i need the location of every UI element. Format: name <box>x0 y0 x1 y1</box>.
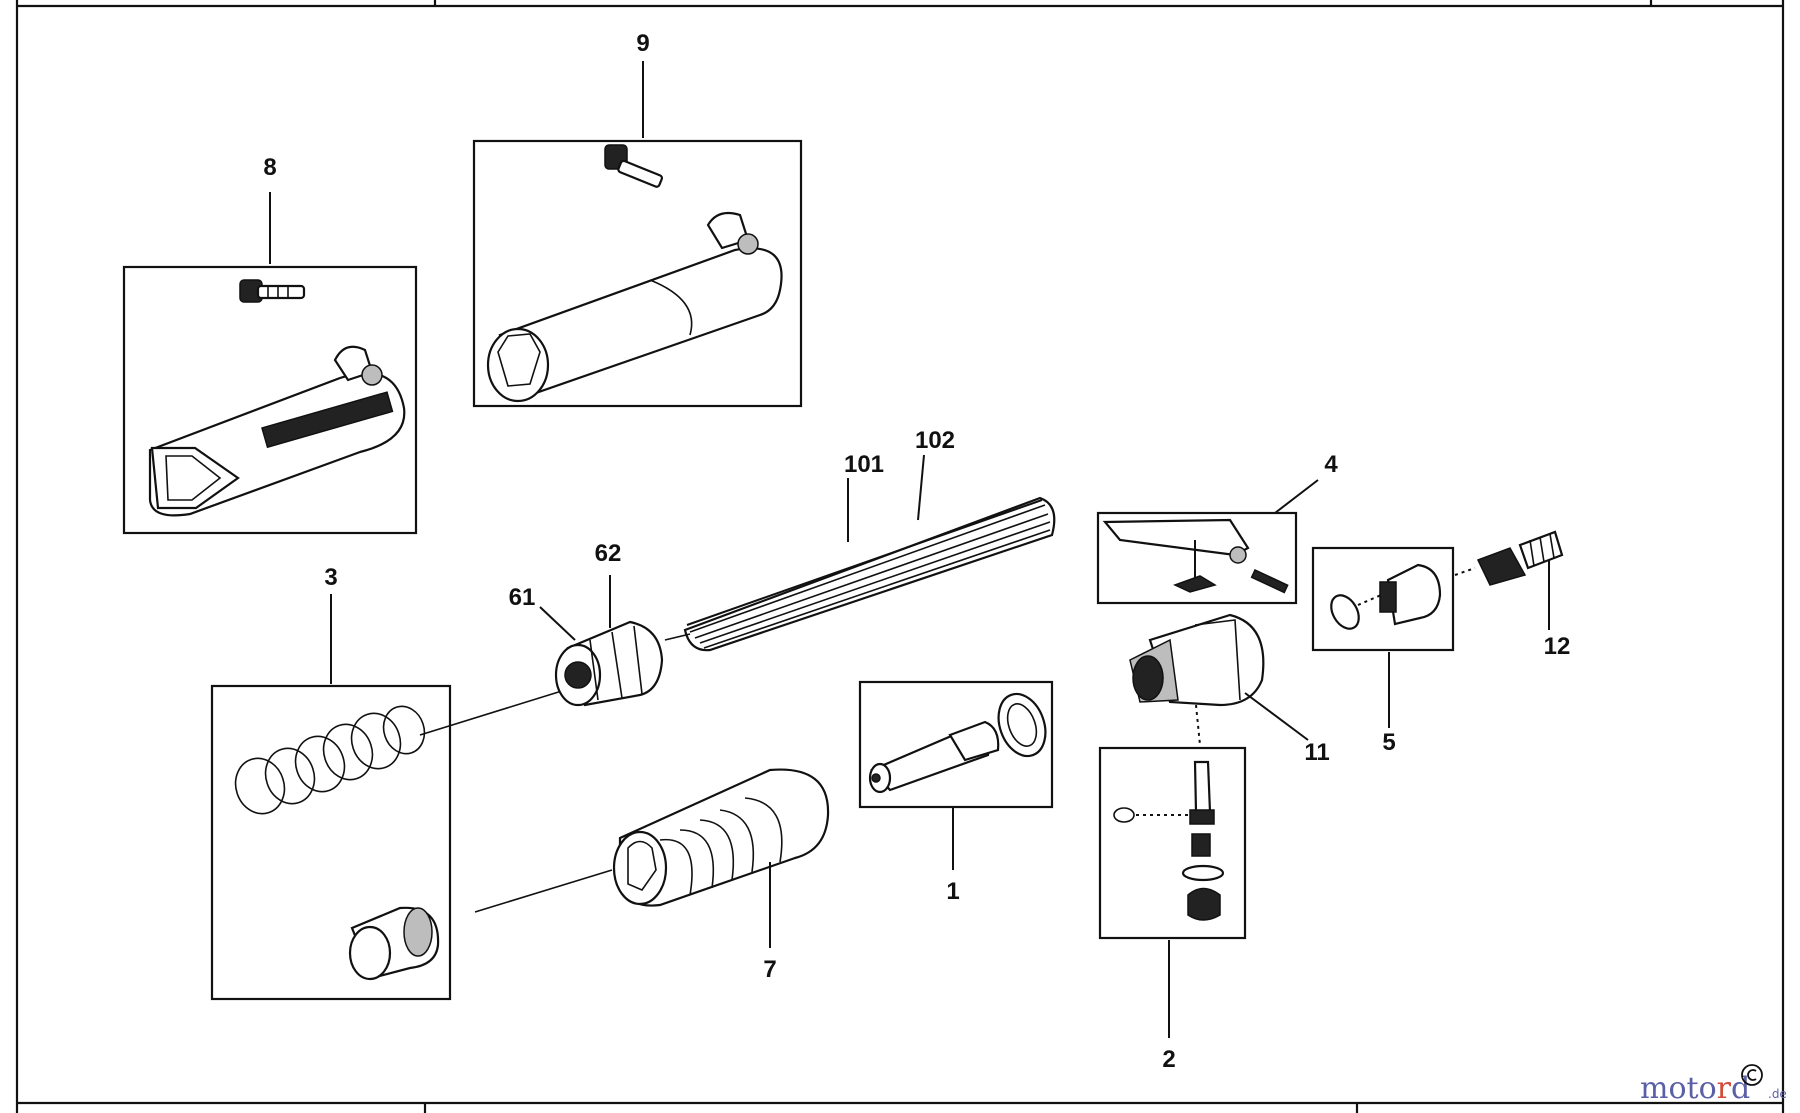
part-3-group <box>210 684 566 1001</box>
label-61: 61 <box>509 584 536 611</box>
part-8-shroud <box>148 345 406 517</box>
label-4: 4 <box>1324 451 1338 478</box>
part-3-sleeve <box>348 906 440 981</box>
part-7-bellows <box>474 768 830 913</box>
part-1-group <box>858 680 1054 809</box>
part-8-group <box>122 265 418 535</box>
label-2: 2 <box>1162 1046 1175 1073</box>
part-4-lever <box>1102 518 1289 594</box>
label-1: 1 <box>946 878 959 905</box>
drawing-frame <box>15 0 1785 1113</box>
label-62: 62 <box>595 540 622 567</box>
leader-lines <box>269 61 1550 1038</box>
part-2-group <box>1098 746 1247 940</box>
part-2-box <box>1098 746 1247 940</box>
label-101: 101 <box>844 451 884 478</box>
part-101-102-shaft <box>664 496 1056 652</box>
part-1-striker <box>868 692 1047 794</box>
part-4-box <box>1096 511 1298 605</box>
part-9-tube <box>486 211 783 403</box>
part-5-nut <box>1330 563 1442 630</box>
part-labels: 8 9 3 61 62 101 102 4 12 5 11 1 2 7 <box>263 30 1570 1073</box>
part-3-box <box>210 684 452 1001</box>
part-1-box <box>858 680 1054 809</box>
part-61-62-cylinder <box>554 620 664 707</box>
copyright-icon <box>1741 1064 1763 1086</box>
watermark-part-c: d <box>1731 1071 1750 1106</box>
label-8: 8 <box>263 154 276 181</box>
part-8-screw <box>239 279 306 303</box>
part-9-box <box>472 139 803 408</box>
part-5-group <box>1311 546 1455 652</box>
part-11-housing <box>1129 613 1265 746</box>
part-4-group <box>1096 511 1298 605</box>
label-3: 3 <box>324 564 337 591</box>
label-102: 102 <box>915 427 955 454</box>
part-8-box <box>122 265 418 535</box>
label-7: 7 <box>763 956 776 983</box>
part-9-group <box>472 139 803 408</box>
svg-text:motord: motord <box>1640 1071 1750 1106</box>
part-5-box <box>1311 546 1455 652</box>
watermark-suffix: .de <box>1768 1087 1787 1101</box>
label-9: 9 <box>636 30 649 57</box>
part-12-fitting <box>1454 530 1564 586</box>
label-12: 12 <box>1544 633 1571 660</box>
part-9-screw <box>604 144 663 188</box>
watermark-logo: motord .de <box>1640 1064 1787 1106</box>
watermark-part-a: moto <box>1640 1071 1717 1106</box>
label-5: 5 <box>1382 729 1395 756</box>
label-11: 11 <box>1304 739 1329 766</box>
part-2-valve <box>1113 760 1225 921</box>
watermark-part-b: r <box>1717 1071 1732 1106</box>
part-3-spring <box>234 689 566 815</box>
